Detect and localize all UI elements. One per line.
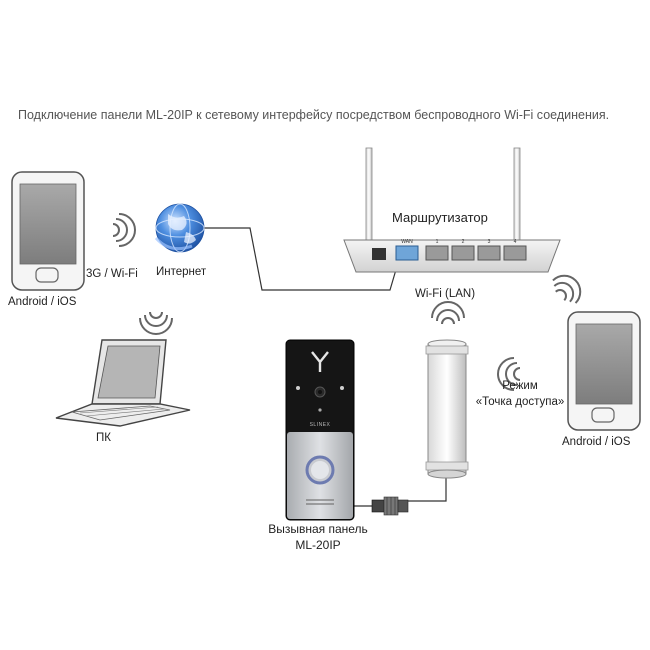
lan-port-label: 4: [514, 239, 517, 245]
lan-port-label: 1: [436, 239, 439, 245]
mode-label: Режим: [502, 380, 538, 392]
wan-port: [395, 245, 419, 261]
antenna-connector-icon: [371, 496, 409, 516]
wifi-waves-icon: [431, 301, 465, 325]
brand-logo-icon: [311, 351, 329, 372]
wifi-waves-icon: [547, 268, 588, 309]
panel-brand-text: SLINEX: [310, 422, 331, 428]
lan-port-label: 3: [488, 239, 491, 245]
panel-model-label: ML-20IP: [295, 538, 341, 552]
power-jack: [372, 248, 386, 260]
phone-right-label: Android / iOS: [562, 436, 631, 448]
globe-icon: [154, 203, 205, 253]
phone-left-label: Android / iOS: [8, 296, 77, 308]
lan-port: [425, 245, 449, 261]
cellular-label: 3G / Wi-Fi: [86, 268, 138, 280]
lan-port: [451, 245, 475, 261]
call-panel-device: SLINEX: [285, 339, 355, 521]
lan-port-label: 2: [462, 239, 465, 245]
laptop-icon: [55, 339, 191, 427]
wifi-waves-icon: [139, 311, 173, 335]
phone-left-icon: [11, 171, 85, 291]
pc-label: ПК: [96, 432, 111, 444]
wifi-waves-icon: [112, 213, 136, 247]
phone-right-icon: [567, 311, 641, 431]
lan-port: [503, 245, 527, 261]
router-label: Маршрутизатор: [392, 210, 488, 225]
external-antenna-icon: [425, 339, 469, 479]
router-icon: WAN 1 2 3 4: [343, 147, 561, 273]
antenna-coax-cable: [408, 476, 447, 502]
lan-port: [477, 245, 501, 261]
mode-value-label: «Точка доступа»: [475, 396, 565, 408]
wifi-lan-label: Wi-Fi (LAN): [414, 288, 476, 300]
diagram-caption: Подключение панели ML-20IP к сетевому ин…: [18, 108, 610, 122]
wan-port-label: WAN: [401, 239, 413, 245]
internet-to-router-cable: [202, 227, 401, 291]
internet-label: Интернет: [156, 266, 207, 278]
panel-label: Вызывная панель: [268, 522, 368, 536]
